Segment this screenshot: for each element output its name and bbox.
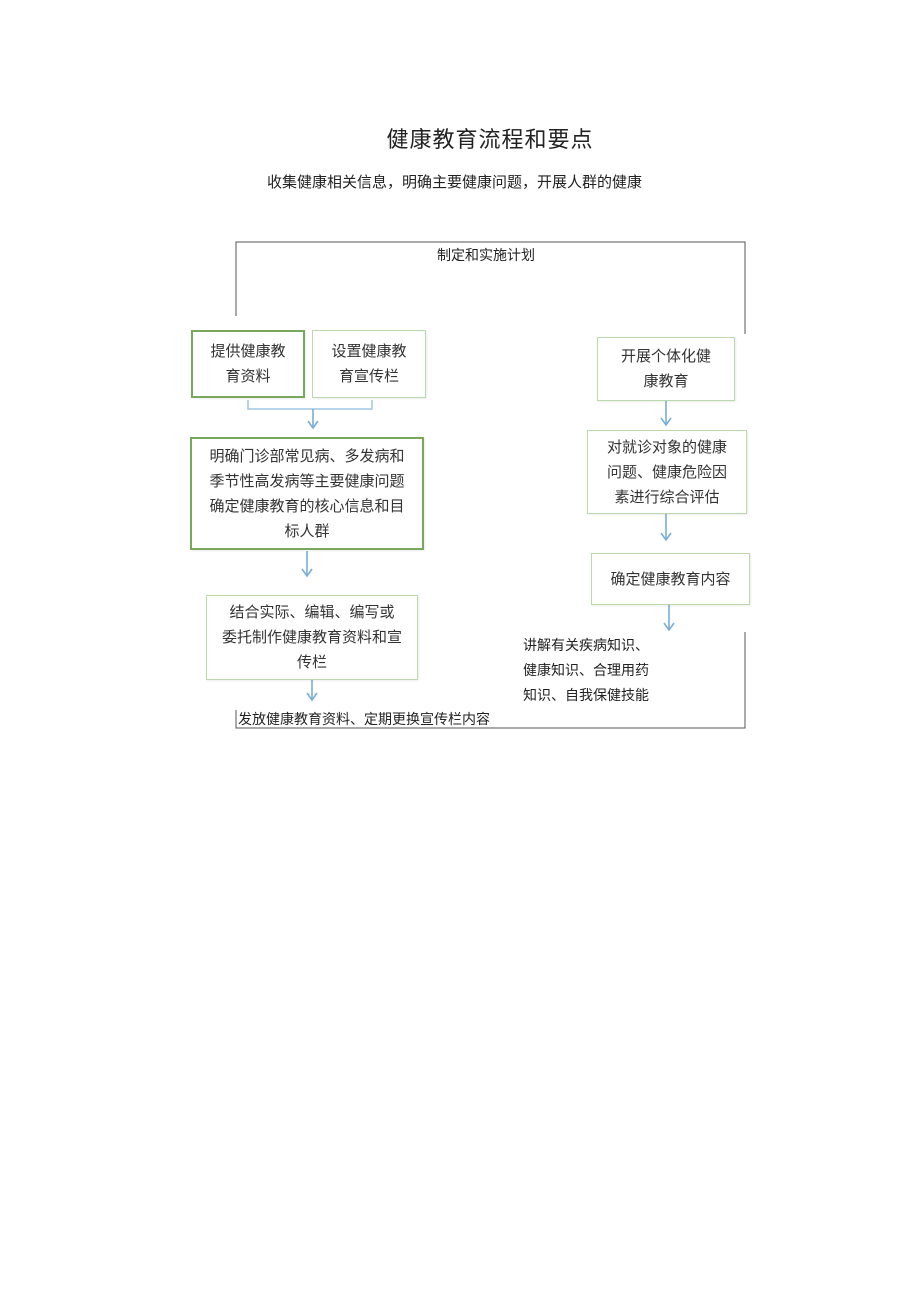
box-core-info: 明确门诊部常见病、多发病和季节性高发病等主要健康问题确定健康教育的核心信息和目标…: [190, 437, 424, 550]
box-assessment-text: 对就诊对象的健康问题、健康危险因素进行综合评估: [606, 437, 727, 506]
arrow-right-2: [660, 514, 672, 542]
plan-label: 制定和实施计划: [437, 248, 535, 264]
box-education-content-text: 确定健康教育内容: [610, 569, 731, 588]
arrow-left-2: [301, 551, 313, 578]
box-produce-materials-text: 结合实际、编辑、编写或 委托制作健康教育资料和宣传栏: [221, 603, 402, 671]
frame-bottom-line: [235, 632, 746, 729]
box-individual-education-text: 开展个体化健康教育: [620, 347, 711, 390]
knowledge-line-2: 健康知识、合理用药: [523, 663, 649, 679]
arrow-left-3: [306, 680, 318, 702]
knowledge-line-1: 讲解有关疾病知识、: [523, 638, 649, 654]
box-individual-education: 开展个体化健康教育: [597, 337, 735, 401]
arrow-right-3: [663, 605, 675, 632]
box-provide-materials-text: 提供健康教育资料: [210, 342, 286, 385]
page-subtitle: 收集健康相关信息，明确主要健康问题，开展人群的健康: [267, 173, 643, 191]
page-title: 健康教育流程和要点: [386, 128, 594, 153]
box-core-info-text: 明确门诊部常见病、多发病和季节性高发病等主要健康问题确定健康教育的核心信息和目标…: [209, 446, 405, 540]
knowledge-line-3: 知识、自我保健技能: [523, 688, 649, 704]
distribute-label: 发放健康教育资料、定期更换宣传栏内容: [238, 712, 490, 728]
box-set-board: 设置健康教育宣传栏: [312, 330, 426, 398]
merge-bracket: [247, 400, 373, 410]
box-provide-materials: 提供健康教育资料: [191, 330, 305, 398]
frame-top-line: [235, 241, 746, 334]
arrow-right-1: [660, 401, 672, 427]
box-assessment: 对就诊对象的健康问题、健康危险因素进行综合评估: [587, 430, 747, 514]
box-set-board-text: 设置健康教育宣传栏: [331, 342, 407, 385]
box-produce-materials: 结合实际、编辑、编写或 委托制作健康教育资料和宣传栏: [206, 595, 418, 680]
arrow-left-1: [307, 409, 319, 430]
box-education-content: 确定健康教育内容: [591, 553, 750, 605]
